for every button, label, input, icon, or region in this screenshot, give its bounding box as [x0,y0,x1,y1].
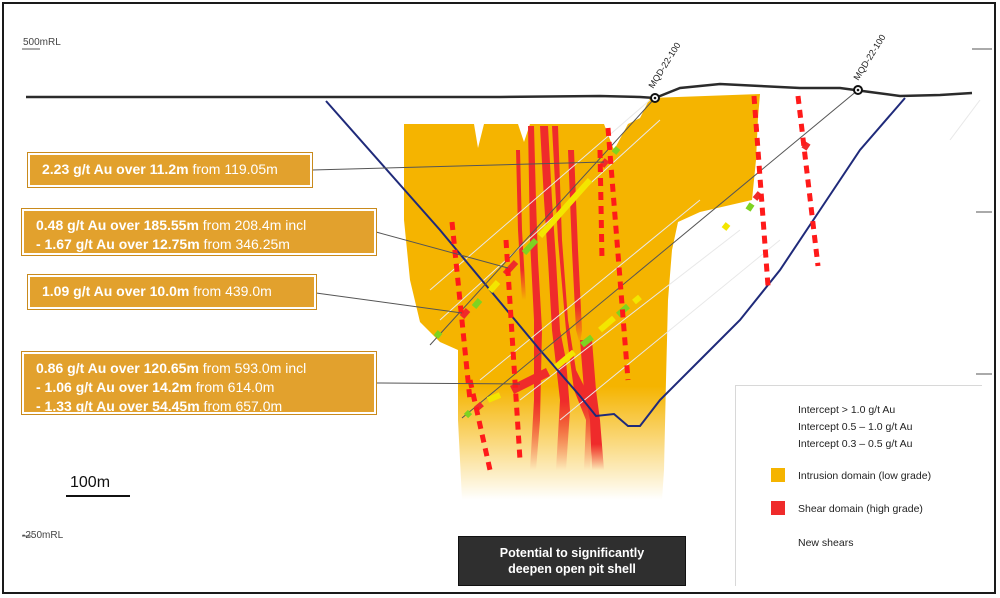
drill-traces [429,89,859,419]
legend-swatch-intrusion [771,468,785,482]
legend: Intercept > 1.0 g/t Au Intercept 0.5 – 1… [735,385,982,586]
topography-line [26,82,973,100]
scale-label: 100m [70,474,111,491]
intercept-callout-2: 0.48 g/t Au over 185.55m from 208.4m inc… [22,209,376,255]
pit-potential-note: Potential to significantly deepen open p… [458,536,686,586]
legend-item-intercept-low: Intercept 0.3 – 0.5 g/t Au [798,438,913,450]
scale-bar [66,495,130,497]
legend-swatch-shear [771,501,785,515]
elevation-top-label: 500mRL [23,37,61,48]
legend-item-shear: Shear domain (high grade) [798,503,923,515]
pit-potential-note-line-1: Potential to significantly [499,546,645,560]
intercept-callout-4: 0.86 g/t Au over 120.65m from 593.0m inc… [22,352,376,414]
new-shears [449,95,821,471]
legend-item-intercept-mid: Intercept 0.5 – 1.0 g/t Au [798,421,913,433]
legend-item-new-shears: New shears [798,537,854,549]
intercept-callout-3: 1.09 g/t Au over 10.0m from 439.0m [28,275,316,309]
structural-lines [429,99,981,421]
intercepts-hole-2 [463,141,811,419]
leader-lines [311,161,605,385]
shear-domain [516,126,604,470]
intercept-callout-1: 2.23 g/t Au over 11.2m from 119.05m [28,153,312,187]
pit-shell [325,97,906,427]
legend-item-intercept-high: Intercept > 1.0 g/t Au [798,404,896,416]
legend-item-intrusion: Intrusion domain (low grade) [798,470,932,482]
drill-collars [650,85,863,103]
elevation-bottom-label: -250mRL [22,530,64,541]
intercepts-hole-1 [433,146,621,339]
pit-potential-note-line-2: deepen open pit shell [508,562,636,576]
